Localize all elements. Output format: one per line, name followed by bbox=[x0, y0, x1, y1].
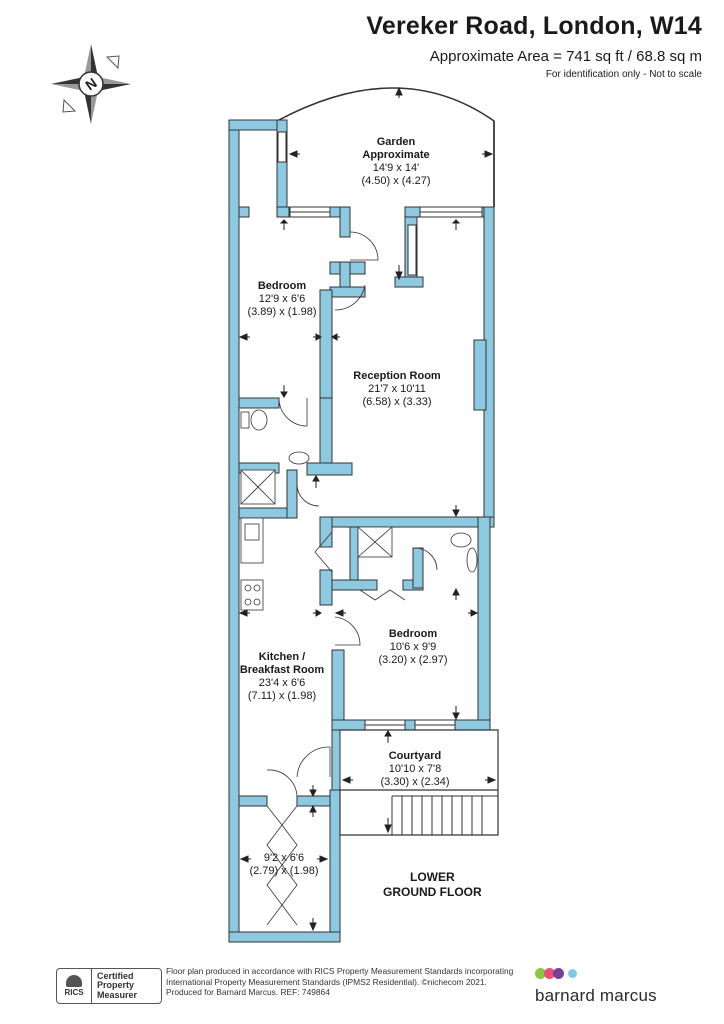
brand-logo: barnard marcus bbox=[535, 966, 657, 1006]
measurement-arrows bbox=[238, 86, 497, 932]
courtyard-outline bbox=[339, 729, 499, 836]
room-dimensions-imperial: 21'7 x 10'11 bbox=[368, 383, 426, 395]
room-label-kitchen: Kitchen / Breakfast Room 23'4 x 6'6 (7.1… bbox=[240, 651, 324, 703]
toilet-2 bbox=[450, 532, 472, 548]
floor-level-label: LOWER GROUND FLOOR bbox=[383, 870, 482, 900]
floor-label-line: LOWER bbox=[410, 870, 455, 884]
room-dimensions-metric: (3.89) x (1.98) bbox=[247, 306, 317, 318]
room-dimensions-metric: (7.11) x (1.98) bbox=[247, 690, 317, 702]
room-name: Bedroom bbox=[388, 628, 438, 640]
room-label-garden: Garden Approximate 14'9 x 14' (4.50) x (… bbox=[361, 136, 430, 188]
brand-dot bbox=[535, 967, 546, 979]
courtyard-stairs bbox=[391, 795, 498, 835]
room-name: Bedroom bbox=[257, 280, 307, 292]
room-label-bedroom-2: Bedroom 10'6 x 9'9 (3.20) x (2.97) bbox=[378, 628, 447, 667]
floor-label-line: GROUND FLOOR bbox=[383, 885, 482, 899]
footer-line: International Property Measurement Stand… bbox=[166, 976, 487, 987]
room-label-store: 9'2 x 6'6 (2.79) x (1.98) bbox=[249, 852, 318, 878]
room-name: Breakfast Room bbox=[239, 664, 325, 676]
footer-line: Produced for Barnard Marcus. REF: 749864 bbox=[166, 987, 330, 998]
room-name: Garden bbox=[376, 136, 416, 148]
windows bbox=[277, 131, 483, 731]
rics-certification: Certified Property Measurer bbox=[92, 970, 138, 1001]
footer-line: Floor plan produced in accordance with R… bbox=[166, 966, 514, 976]
basin-2 bbox=[466, 547, 478, 573]
room-dimensions-imperial: 23'4 x 6'6 bbox=[258, 677, 306, 689]
toilet bbox=[250, 409, 268, 431]
room-dimensions-metric: (3.20) x (2.97) bbox=[378, 654, 448, 666]
brand-dots-icon bbox=[535, 966, 657, 980]
room-name: Kitchen / bbox=[258, 651, 306, 663]
room-dimensions-imperial: 14'9 x 14' bbox=[372, 162, 420, 174]
scale-disclaimer: For identification only - Not to scale bbox=[545, 69, 702, 80]
rics-logo-text: RICS bbox=[64, 988, 84, 997]
room-name: Reception Room bbox=[353, 370, 441, 382]
room-name: Courtyard bbox=[388, 750, 442, 762]
rics-cert-line: Property bbox=[97, 980, 135, 991]
rics-badge: RICS Certified Property Measurer bbox=[56, 968, 162, 1004]
brand-dot bbox=[553, 967, 564, 979]
room-dimensions-metric: (3.30) x (2.34) bbox=[380, 776, 450, 788]
brand-name: barnard marcus bbox=[535, 986, 657, 1005]
footer: RICS Certified Property Measurer Floor p… bbox=[0, 958, 724, 1024]
room-dimensions-imperial: 12'9 x 6'6 bbox=[258, 293, 306, 305]
room-dimensions-metric: (2.79) x (1.98) bbox=[249, 865, 319, 877]
door-swings bbox=[266, 231, 438, 926]
room-dimensions-imperial: 9'2 x 6'6 bbox=[263, 852, 305, 864]
room-label-courtyard: Courtyard 10'10 x 7'8 (3.30) x (2.34) bbox=[380, 750, 449, 789]
rics-cert-line: Certified bbox=[97, 970, 134, 981]
room-dimensions-imperial: 10'6 x 9'9 bbox=[389, 641, 437, 653]
hob bbox=[240, 579, 264, 611]
rics-logo-icon: RICS bbox=[57, 969, 92, 1003]
room-label-bedroom-1: Bedroom 12'9 x 6'6 (3.89) x (1.98) bbox=[247, 280, 316, 319]
room-label-reception: Reception Room 21'7 x 10'11 (6.58) x (3.… bbox=[353, 370, 440, 409]
footer-disclaimer: Floor plan produced in accordance with R… bbox=[166, 966, 513, 998]
approximate-area: Approximate Area = 741 sq ft / 68.8 sq m bbox=[429, 48, 702, 65]
walls bbox=[228, 119, 495, 943]
room-dimensions-metric: (4.50) x (4.27) bbox=[361, 175, 431, 187]
basin bbox=[288, 451, 310, 465]
rics-cert-line: Measurer bbox=[97, 989, 138, 1000]
room-dimensions-imperial: 10'10 x 7'8 bbox=[388, 763, 442, 775]
room-dimensions-metric: (6.58) x (3.33) bbox=[362, 396, 432, 408]
fixtures bbox=[240, 409, 478, 611]
room-name: Approximate bbox=[362, 149, 430, 161]
compass-icon: N bbox=[51, 44, 131, 124]
property-title: Vereker Road, London, W14 bbox=[366, 12, 702, 40]
brand-dot bbox=[544, 967, 555, 979]
brand-dot bbox=[568, 968, 577, 978]
